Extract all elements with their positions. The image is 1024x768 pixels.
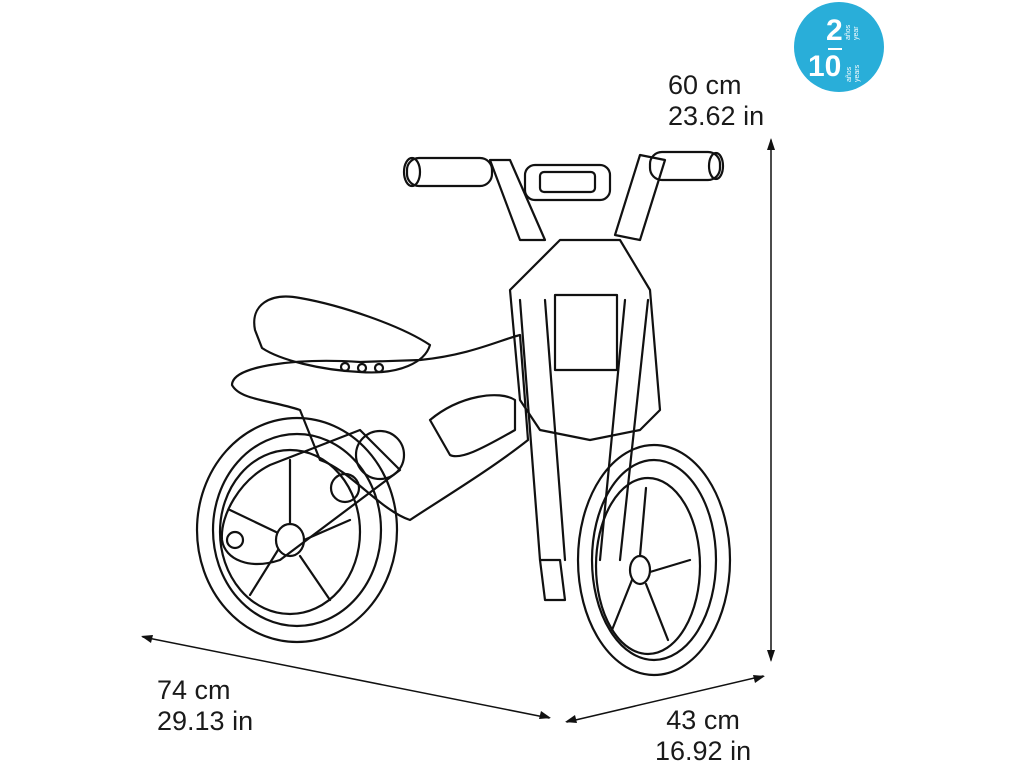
unit-en-min: year [853, 26, 860, 40]
height-imperial: 23.62 in [668, 101, 765, 131]
height-dimension-label: 60 cm 23.62 in [668, 70, 764, 132]
length-dimension-line [141, 635, 551, 719]
width-dimension-label: 43 cm 16.92 in [655, 705, 751, 767]
max-age: 10 [808, 50, 842, 83]
length-metric: 74 cm [157, 675, 231, 705]
age-badge: 2 años year 10 años years [794, 2, 884, 92]
length-imperial: 29.13 in [157, 706, 254, 736]
rear-wheel [195, 416, 399, 644]
height-dimension-line [767, 138, 775, 662]
min-age: 2 [826, 14, 843, 47]
height-metric: 60 cm [668, 70, 742, 100]
width-metric: 43 cm [666, 705, 740, 735]
front-wheel [576, 443, 732, 677]
unit-es-max: años [846, 66, 853, 82]
width-imperial: 16.92 in [655, 736, 752, 766]
age-divider [828, 48, 842, 50]
frame [220, 333, 530, 565]
unit-es-min: años [845, 24, 852, 40]
length-dimension-label: 74 cm 29.13 in [157, 675, 253, 737]
seat [253, 295, 432, 374]
unit-en-max: years [854, 64, 861, 82]
width-dimension-line [565, 675, 765, 723]
fork-handlebar [402, 150, 725, 602]
